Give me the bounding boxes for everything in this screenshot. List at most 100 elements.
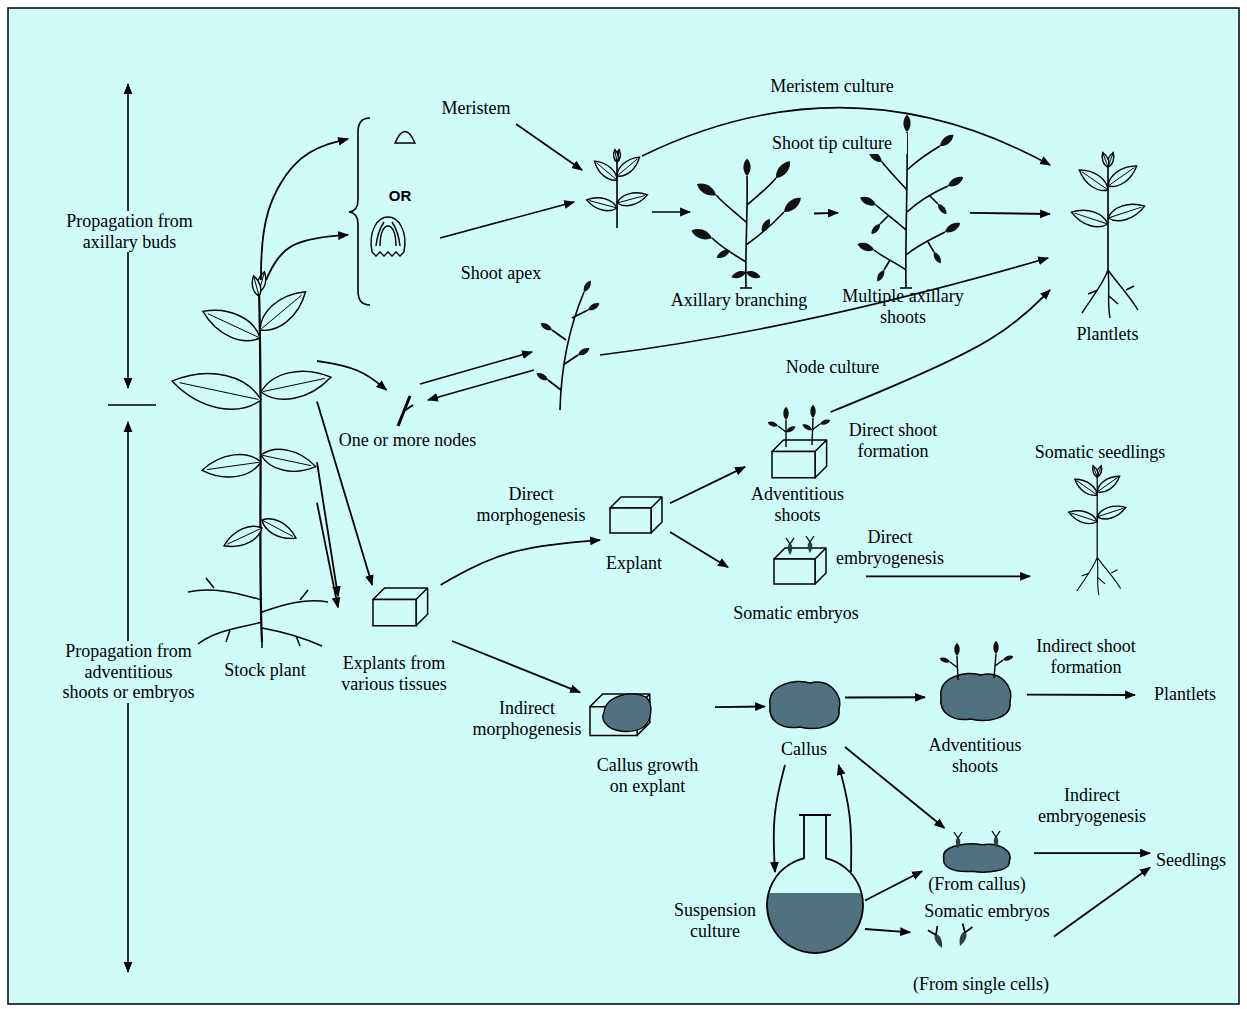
- figure-node: Callus growth on explant: [580, 685, 715, 833]
- figure-node: Plantlets: [1050, 150, 1167, 350]
- dark-leaf: [743, 158, 750, 176]
- explant-block: [610, 497, 662, 533]
- flask-outline: [767, 815, 863, 953]
- figure-node: Somatic seedlings: [1030, 442, 1172, 600]
- dark-leaf: [936, 202, 949, 216]
- figure-node: Shoot apex: [348, 205, 548, 290]
- divider-tick: [108, 404, 156, 406]
- dark-leaf: [939, 656, 951, 664]
- annotation-label: Node culture: [775, 357, 890, 378]
- plant-roots: [188, 578, 328, 648]
- edge-label: Direct embryogenesis: [832, 527, 948, 568]
- dark-leaf: [993, 641, 998, 654]
- annotation-label: Somatic embryos: [922, 901, 1052, 922]
- adventitious-shoots-figure: [767, 405, 831, 447]
- connector-arrow: [814, 212, 838, 214]
- figure-node: Adventitious shoots: [925, 650, 1027, 785]
- dark-leaf: [783, 407, 788, 420]
- plant-leaf: [259, 514, 300, 544]
- page-frame: [8, 8, 1239, 1004]
- shoot-stems: [778, 418, 820, 447]
- node-label: Somatic embryos: [728, 603, 864, 624]
- connector-arrow: [266, 235, 348, 280]
- bracket: [349, 118, 370, 305]
- dark-leaf: [715, 247, 731, 260]
- annotation-label: Meristem culture: [757, 76, 907, 97]
- plant-leaf: [259, 445, 318, 477]
- plantlet-figure: [1067, 465, 1128, 595]
- figure-node: Plantlets: [1135, 682, 1237, 708]
- plantlet-figure: [1069, 152, 1147, 318]
- connector-arrow: [845, 747, 944, 828]
- figure-node: Axillary branching: [666, 170, 814, 315]
- node-label: Callus: [765, 739, 843, 760]
- dark-leaf: [875, 269, 886, 283]
- figure-node: (From callus): [922, 828, 1034, 900]
- connector-arrow: [317, 402, 372, 586]
- dark-leaf: [810, 405, 815, 418]
- dark-leaf: [785, 425, 797, 434]
- node-label: Callus growth on explant: [590, 755, 705, 796]
- dark-leaf: [690, 226, 714, 242]
- plant-branches: [874, 132, 948, 288]
- node-label: Meristem: [436, 98, 516, 119]
- figure-node: Adventitious shoots: [745, 412, 852, 534]
- dark-leaf: [938, 132, 956, 149]
- dark-leaf: [745, 269, 762, 280]
- connector-arrow: [317, 361, 386, 390]
- dark-leaf: [856, 241, 875, 254]
- flow-arrow: [420, 352, 532, 384]
- dark-leaf: [695, 180, 719, 199]
- node-shoot: [535, 279, 601, 410]
- explant-block: [774, 548, 826, 584]
- figure-node: One or more nodes: [335, 390, 482, 455]
- connector-arrow: [1054, 868, 1150, 937]
- node-label: (From callus): [922, 874, 1032, 895]
- explant-block: [772, 440, 827, 478]
- figure-node: Explant: [600, 495, 670, 577]
- dark-leaf: [819, 418, 831, 426]
- figure-node: (From single cells): [910, 920, 1054, 1002]
- node-label: Plantlets: [1050, 324, 1165, 345]
- shoot-stems: [950, 654, 1003, 680]
- connector-arrow: [865, 871, 922, 900]
- plant-leaf: [221, 521, 266, 553]
- connector-arrow: [441, 540, 600, 585]
- callus-shoots: [939, 641, 1014, 680]
- node-label: Shoot apex: [456, 263, 546, 284]
- apex-dome: [380, 226, 396, 246]
- flow-arrow: [440, 202, 574, 238]
- figure-node: Callus: [765, 675, 845, 765]
- node-label: Axillary branching: [666, 290, 812, 311]
- node-label: Somatic seedlings: [1030, 442, 1170, 463]
- dark-leaf: [954, 643, 959, 656]
- dark-leaf: [801, 423, 813, 432]
- node-label: Stock plant: [215, 660, 315, 681]
- figure-node: Meristem: [348, 95, 518, 150]
- node-bud: [404, 405, 413, 411]
- dark-leaf: [943, 220, 962, 235]
- edge-label: Indirect embryogenesis: [1034, 785, 1150, 826]
- dark-leaf: [535, 371, 549, 382]
- connector-arrow: [317, 462, 338, 596]
- dark-leaf: [932, 251, 943, 265]
- connector-arrow: [970, 213, 1050, 214]
- shoot-apex: [371, 217, 405, 256]
- edge-label: Indirect morphogenesis: [468, 698, 586, 739]
- somatic-embryo: [954, 832, 962, 849]
- node-label: (From single cells): [910, 974, 1052, 995]
- edge-label: Direct morphogenesis: [470, 484, 592, 525]
- connector-arrow: [839, 765, 852, 872]
- connector-arrow: [715, 706, 765, 709]
- annotation-label: Propagation from axillary buds: [62, 211, 197, 252]
- figure-node: Stock plant: [215, 280, 317, 685]
- connector-arrow: [1034, 852, 1150, 854]
- plant-leaf: [201, 451, 263, 481]
- annotation-label: OR: [385, 187, 415, 204]
- connector-arrow: [865, 929, 910, 932]
- dark-leaf: [859, 194, 878, 208]
- small-plant: [585, 149, 649, 228]
- edge-label: Direct shoot formation: [838, 420, 948, 461]
- callus-growth: [603, 694, 651, 731]
